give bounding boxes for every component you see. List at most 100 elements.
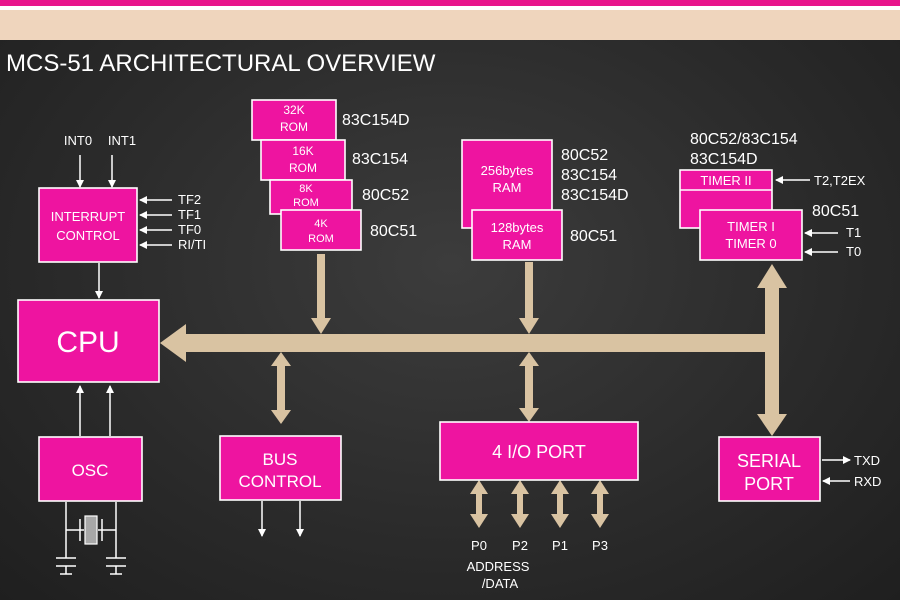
rom-32k-chip: 83C154D [342, 112, 410, 129]
tf1-label: TF1 [178, 207, 201, 222]
t0-label: T0 [846, 244, 861, 259]
bus-control-line1: BUS [263, 450, 298, 469]
rom-16k-size: 16K [292, 144, 313, 158]
ram-256-chip-3: 83C154D [561, 187, 629, 204]
timer0-label: TIMER 0 [725, 236, 776, 251]
bus-arrowhead-cpu [160, 324, 186, 362]
slide-title: MCS-51 ARCHITECTURAL OVERVIEW [6, 50, 436, 77]
timer10-chip: 80C51 [812, 203, 859, 220]
rom-4k-size: 4K [314, 218, 328, 230]
bus-ram-link [525, 262, 533, 320]
txd-label: TXD [854, 453, 880, 468]
bus-control-box [219, 435, 342, 501]
bus-rom-link [317, 254, 325, 320]
bus-main-segment [180, 334, 777, 352]
rom-32k-size: 32K [283, 103, 304, 117]
timer10-box [699, 209, 803, 261]
bus-serial-timer-link [765, 286, 779, 418]
tf0-label: TF0 [178, 222, 201, 237]
address-data-line2: /DATA [482, 576, 519, 591]
timer2-chip-1: 80C52/83C154 [690, 131, 798, 148]
port-arrow-p0 [470, 480, 488, 528]
osc-box [38, 436, 143, 502]
cpu-block: CPU [17, 299, 160, 383]
ram-128-word: RAM [503, 237, 532, 252]
interrupt-control-line2: CONTROL [56, 228, 120, 243]
port-arrow-p3 [591, 480, 609, 528]
bus-arrowhead-ram [519, 318, 539, 334]
rom-8k-chip: 80C52 [362, 187, 409, 204]
port-p3-label: P3 [592, 538, 608, 553]
interrupt-control-line1: INTERRUPT [51, 209, 125, 224]
serial-port-box [718, 436, 821, 502]
address-data-line1: ADDRESS [467, 559, 530, 574]
ram-256-size: 256bytes [481, 163, 534, 178]
rom-16k-box [260, 139, 346, 181]
bus-arrowhead-rom [311, 318, 331, 334]
rom-16k-word: ROM [289, 161, 317, 175]
ram-block: 256bytes RAM 80C52 83C154 83C154D 128byt… [461, 139, 629, 261]
ram-256-word: RAM [493, 180, 522, 195]
cpu-box [17, 299, 160, 383]
t2-input-label: T2,T2EX [814, 173, 866, 188]
timer2-chip-2: 83C154D [690, 151, 758, 168]
rom-4k-chip: 80C51 [370, 223, 417, 240]
bus-arrowhead-io-down [519, 408, 539, 422]
tf2-label: TF2 [178, 192, 201, 207]
port-arrow-p1 [551, 480, 569, 528]
timer-block: 80C52/83C154 83C154D TIMER II T2,T2EX 80… [679, 131, 866, 261]
header-divider [0, 6, 900, 10]
timer2-label: TIMER II [700, 173, 751, 188]
internal-bus [160, 254, 787, 436]
serial-port-line2: PORT [744, 474, 794, 494]
io-port-box [439, 421, 639, 481]
header-accent-bar [0, 0, 900, 6]
bus-buscontrol-link [277, 362, 285, 414]
bus-arrowhead-buscontrol-up [271, 352, 291, 366]
bus-arrowhead-timer [757, 264, 787, 288]
ram-256-chip-2: 83C154 [561, 167, 617, 184]
cpu-label: CPU [56, 326, 119, 359]
rom-8k-size: 8K [299, 183, 313, 195]
serial-port-block: SERIAL PORT TXD RXD [718, 436, 881, 502]
port-arrow-p2 [511, 480, 529, 528]
rom-stack: 32K ROM 83C154D 16K ROM 83C154 8K ROM 80… [251, 99, 417, 251]
interrupt-control-box [38, 187, 138, 263]
ram-256-chip-1: 80C52 [561, 147, 608, 164]
bus-control-block: BUS CONTROL [219, 435, 342, 537]
int0-label: INT0 [64, 133, 92, 148]
io-port-label: 4 I/O PORT [492, 442, 586, 462]
osc-block: OSC [38, 385, 143, 575]
ram-128-size: 128bytes [491, 220, 544, 235]
rom-8k-word: ROM [293, 197, 319, 209]
rom-32k-word: ROM [280, 120, 308, 134]
serial-port-line1: SERIAL [737, 451, 801, 471]
rom-8k-box [269, 179, 353, 215]
port-arrows [470, 480, 609, 528]
bus-arrowhead-io-up [519, 352, 539, 366]
bus-control-line2: CONTROL [238, 472, 321, 491]
bus-io-link [525, 362, 533, 412]
int1-label: INT1 [108, 133, 136, 148]
t1-label: T1 [846, 225, 861, 240]
port-p1-label: P1 [552, 538, 568, 553]
io-port-block: 4 I/O PORT P0 P2 P1 P3 ADDRESS /DATA [439, 421, 639, 591]
crystal-oscillator-symbol [56, 502, 126, 575]
rom-4k-box [280, 209, 362, 251]
rom-16k-chip: 83C154 [352, 151, 408, 168]
interrupt-control-block: INT0 INT1 INTERRUPT CONTROL TF2 TF1 TF0 … [38, 133, 206, 299]
rom-4k-word: ROM [308, 233, 334, 245]
riti-label: RI/TI [178, 237, 206, 252]
osc-label: OSC [72, 461, 109, 480]
port-p0-label: P0 [471, 538, 487, 553]
bus-arrowhead-serial [757, 414, 787, 436]
header-band [0, 10, 900, 40]
bus-arrowhead-buscontrol-down [271, 410, 291, 424]
timer1-label: TIMER I [727, 219, 775, 234]
ram-128-box [471, 209, 563, 261]
rxd-label: RXD [854, 474, 881, 489]
port-p2-label: P2 [512, 538, 528, 553]
ram-128-chip: 80C51 [570, 228, 617, 245]
